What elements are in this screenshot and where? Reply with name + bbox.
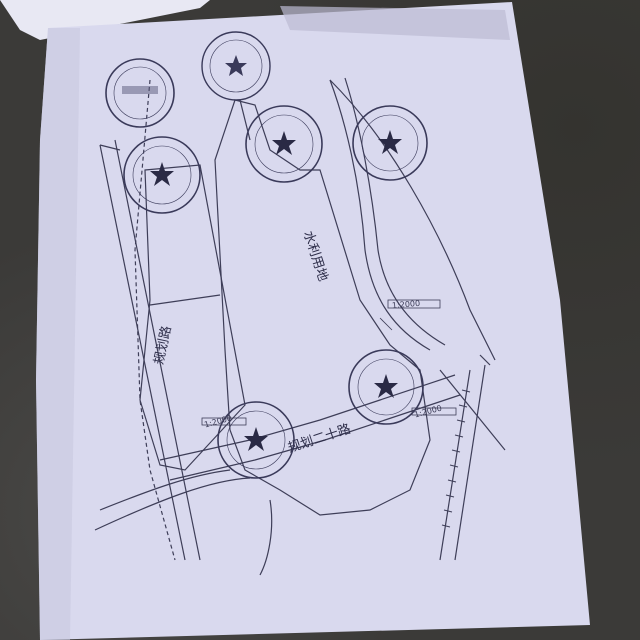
seal-upper-right [352,105,428,181]
seal-lower-right [348,349,424,425]
seal-upper-center [245,105,323,183]
dimension-marks [201,299,457,426]
seal-top-center [201,31,271,101]
site-plan-drawing [94,77,506,576]
seal-lower-center [217,401,295,479]
paper-shadow-band [280,6,510,40]
seal-upper-left [123,136,201,214]
seal-top-left [105,58,175,128]
road-hatch [441,389,471,528]
paper-fold-shade [36,28,80,640]
paper-sheet [36,2,590,640]
